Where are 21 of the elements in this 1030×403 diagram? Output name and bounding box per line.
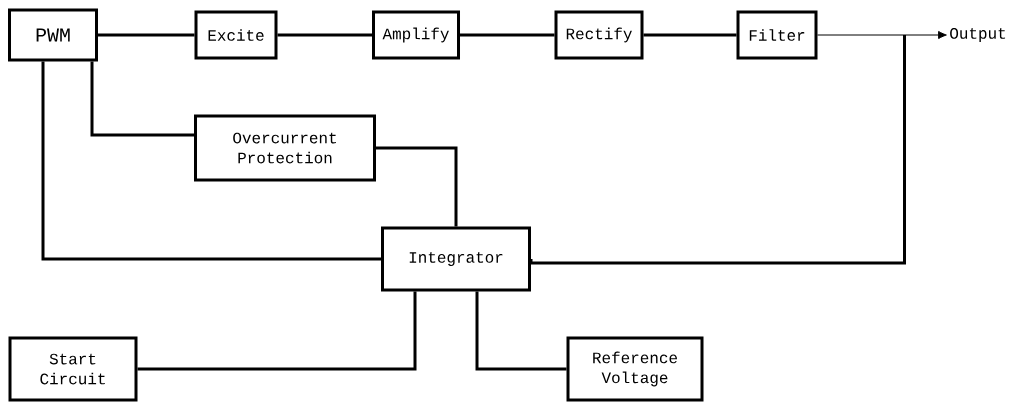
- block-box: Reference Voltage: [566, 336, 704, 402]
- block-box: Start Circuit: [8, 336, 138, 402]
- block-box: Rectify: [554, 10, 644, 60]
- block-box: PWM: [8, 8, 98, 62]
- connector-line: [277, 33, 372, 37]
- block-box: Amplify: [372, 10, 460, 60]
- block-box: Excite: [194, 10, 278, 60]
- connector-line: [460, 33, 555, 37]
- block-box: Integrator: [381, 226, 531, 292]
- block-box: Filter: [736, 10, 818, 60]
- connector-line: [90, 61, 194, 137]
- connector-line: [41, 61, 381, 261]
- connector-line: [475, 291, 567, 371]
- arrow: [817, 30, 947, 40]
- connector-line: [137, 291, 417, 371]
- connector-line: [529, 35, 906, 265]
- output-label: Output: [950, 28, 1006, 42]
- connector-line: [98, 33, 195, 37]
- block-box: Overcurrent Protection: [194, 114, 376, 182]
- connector-line: [376, 146, 458, 227]
- connector-line: [643, 33, 737, 37]
